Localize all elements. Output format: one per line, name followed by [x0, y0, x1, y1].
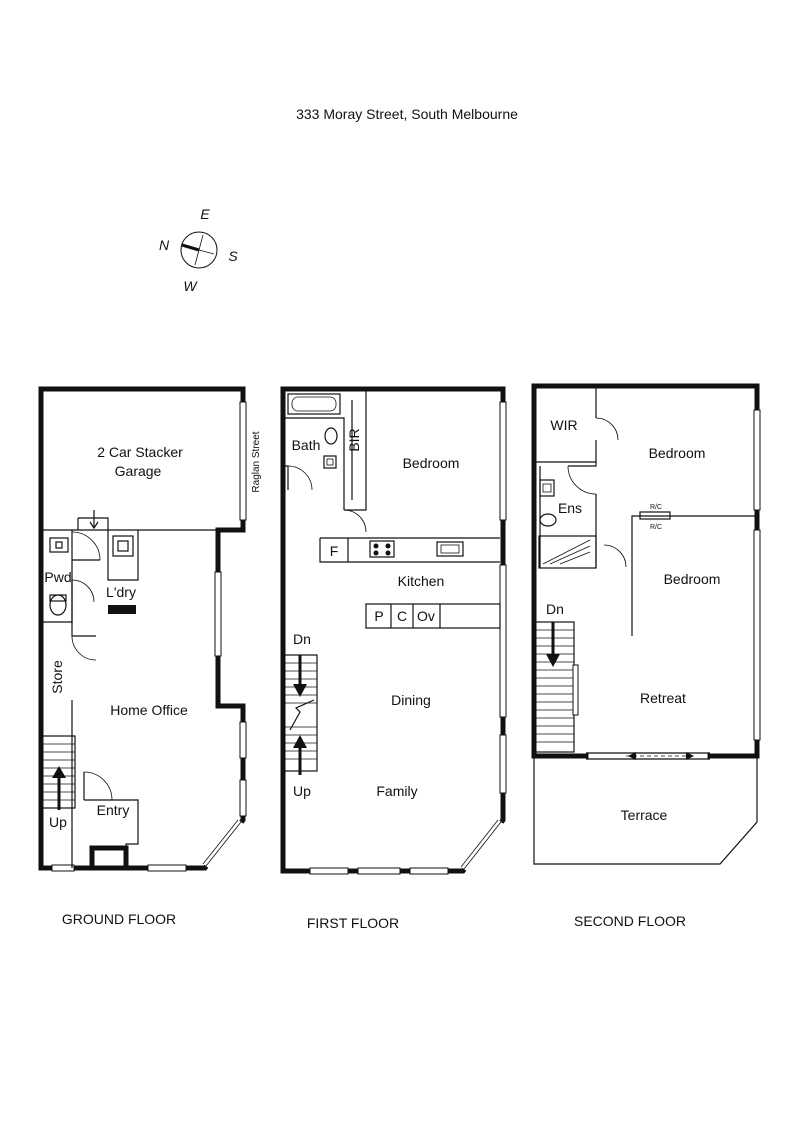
- first-bedroom-label: Bedroom: [403, 455, 460, 471]
- rc-top-label: R/C: [650, 504, 662, 511]
- compass-south-label: S: [228, 248, 238, 264]
- second-bedroom-1-label: Bedroom: [649, 445, 706, 461]
- kitchen-label: Kitchen: [398, 573, 445, 589]
- terrace-label: Terrace: [621, 807, 668, 823]
- retreat-label: Retreat: [640, 690, 686, 706]
- down-arrow-icon: [293, 655, 307, 697]
- bath-label: Bath: [292, 437, 321, 453]
- wir-label: WIR: [550, 417, 577, 433]
- fridge-label: F: [330, 543, 339, 559]
- down-arrow-icon: [546, 622, 560, 667]
- compass-west-label: W: [183, 278, 198, 294]
- store-label: Store: [49, 660, 65, 694]
- up-arrow-icon: [52, 766, 66, 810]
- compass-north-label: N: [159, 237, 170, 253]
- first-floor-plan: Bath BIR Bedroom F Kitchen P C Ov Dn Din…: [280, 386, 507, 875]
- pantry-label: P: [374, 608, 383, 624]
- raglan-street-label: Raglan Street: [251, 431, 262, 492]
- laundry-label: L'dry: [106, 584, 136, 600]
- compass-icon: N E S W: [159, 206, 238, 294]
- oven-label: Ov: [417, 608, 435, 624]
- compass-east-label: E: [200, 206, 210, 222]
- second-bedroom-2-label: Bedroom: [664, 571, 721, 587]
- ground-floor-plan: 2 Car Stacker Garage Raglan Street Pwd L…: [38, 386, 262, 872]
- dining-label: Dining: [391, 692, 431, 708]
- garage-label-2: Garage: [115, 463, 162, 479]
- garage-label: 2 Car Stacker: [97, 444, 183, 460]
- second-stairs: [533, 621, 579, 753]
- ground-floor-label: GROUND FLOOR: [62, 911, 176, 927]
- second-floor-label: SECOND FLOOR: [574, 913, 686, 929]
- pwd-label: Pwd: [44, 569, 71, 585]
- up-arrow-icon: [293, 735, 307, 775]
- rc-bottom-label: R/C: [650, 524, 662, 531]
- second-floor-plan: R/C R/C WIR Bedroom: [531, 383, 761, 865]
- cupboard-label: C: [397, 608, 407, 624]
- ensuite-label: Ens: [558, 500, 582, 516]
- first-floor-label: FIRST FLOOR: [307, 915, 399, 931]
- bir-label: BIR: [346, 428, 362, 451]
- family-label: Family: [376, 783, 417, 799]
- first-down-label: Dn: [293, 631, 311, 647]
- home-office-label: Home Office: [110, 702, 188, 718]
- plan-title: 333 Moray Street, South Melbourne: [296, 106, 518, 122]
- ground-up-label: Up: [49, 814, 67, 830]
- first-up-label: Up: [293, 783, 311, 799]
- entry-label: Entry: [97, 802, 130, 818]
- second-down-label: Dn: [546, 601, 564, 617]
